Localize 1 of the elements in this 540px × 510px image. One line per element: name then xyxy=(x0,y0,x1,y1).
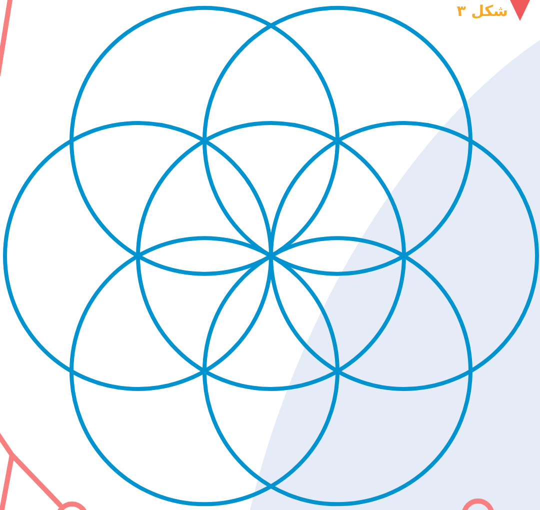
figure-label: شکل ۳ xyxy=(456,1,508,21)
